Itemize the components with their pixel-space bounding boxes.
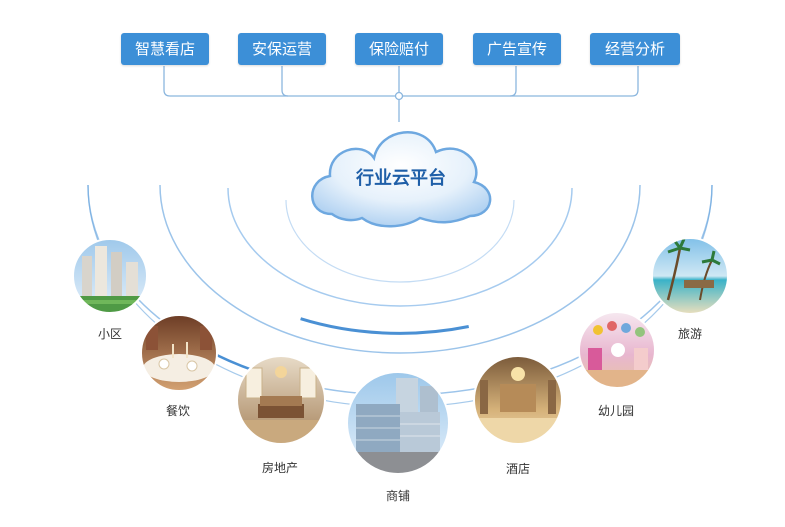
industry-label-shops: 商铺 (386, 489, 411, 503)
photo-residential-towers (72, 238, 148, 314)
business-analysis-button[interactable]: 经营分析 (590, 33, 680, 65)
industry-label-residential: 小区 (98, 327, 123, 341)
photo-furnished-living-room (236, 355, 326, 445)
industry-label-dining: 餐饮 (166, 404, 191, 418)
industry-label-tourism: 旅游 (678, 327, 703, 341)
industry-label-real-estate: 房地产 (262, 461, 299, 475)
photo-kindergarten-classroom (578, 311, 656, 389)
photo-hotel-lobby (473, 355, 563, 445)
smart-store-button[interactable]: 智慧看店 (121, 33, 209, 65)
advertising-button[interactable]: 广告宣传 (473, 33, 561, 65)
photo-dining-table (140, 314, 218, 392)
connector-lines (163, 66, 639, 122)
photo-commercial-building (346, 371, 450, 475)
industry-label-kindergarten: 幼儿园 (598, 404, 635, 418)
cloud-icon (311, 131, 492, 228)
security-operations-button[interactable]: 安保运营 (238, 33, 326, 65)
photo-tropical-beach (651, 237, 729, 315)
cloud-platform-label: 行业云平台 (356, 168, 446, 189)
industry-label-hotel: 酒店 (506, 462, 531, 476)
insurance-claims-button[interactable]: 保险赔付 (355, 33, 443, 65)
